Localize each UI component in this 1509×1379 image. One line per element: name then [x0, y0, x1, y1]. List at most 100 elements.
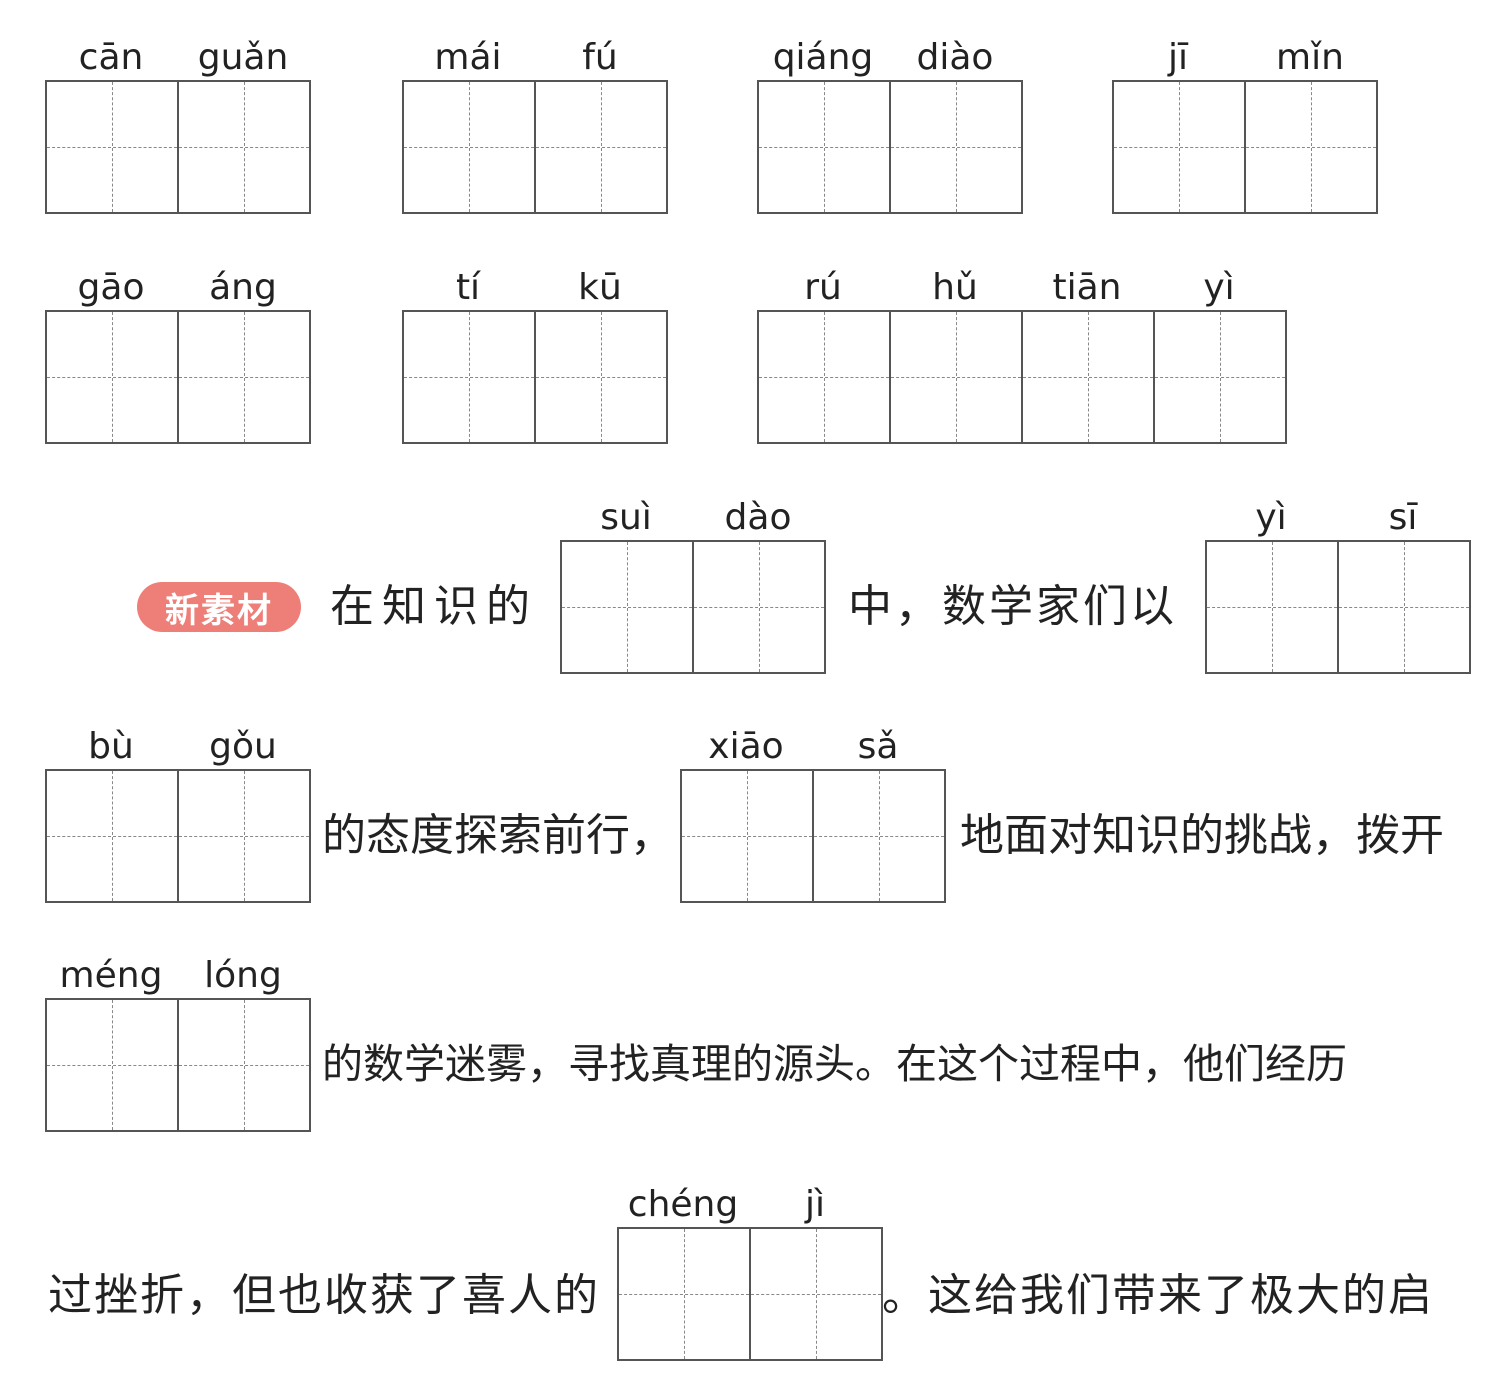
pinyin-label: suì [600, 497, 652, 538]
vocab-box-gao-ang: gāo áng [45, 252, 311, 444]
writing-grid [45, 769, 311, 903]
pinyin-label: sǎ [857, 726, 899, 767]
pinyin-label: mǐn [1276, 37, 1344, 78]
vocab-box-cheng-ji: chéng jì [617, 1169, 883, 1361]
vocab-box-qiang-diao: qiáng diào [757, 22, 1023, 214]
writing-cell[interactable] [889, 82, 1021, 212]
vocab-box-yi-si: yì sī [1205, 482, 1471, 674]
pinyin-label: qiáng [772, 37, 874, 78]
writing-grid [757, 80, 1023, 214]
pinyin-row: tí kū [402, 252, 668, 310]
vocab-box-mai-fu: mái fú [402, 22, 668, 214]
pinyin-label: diào [916, 37, 994, 78]
pinyin-row: mái fú [402, 22, 668, 80]
writing-cell[interactable] [619, 1229, 749, 1359]
pinyin-label: dào [724, 497, 792, 538]
writing-cell[interactable] [682, 771, 812, 901]
pinyin-row: gāo áng [45, 252, 311, 310]
writing-cell[interactable] [177, 82, 309, 212]
sentence-fragment-5: 的数学迷雾，寻找真理的源头。在这个过程中，他们经历 [322, 1040, 1347, 1088]
pinyin-label: tiān [1052, 267, 1122, 308]
writing-cell[interactable] [47, 82, 177, 212]
writing-grid [45, 80, 311, 214]
pinyin-label: cān [78, 37, 144, 78]
pinyin-row: cān guǎn [45, 22, 311, 80]
writing-cell[interactable] [1021, 312, 1153, 442]
writing-cell[interactable] [759, 312, 889, 442]
pinyin-label: hǔ [932, 267, 978, 308]
pinyin-label: kū [578, 267, 622, 308]
pinyin-row: bù gǒu [45, 711, 311, 769]
vocab-box-ti-ku: tí kū [402, 252, 668, 444]
pinyin-label: rú [804, 267, 842, 308]
writing-cell[interactable] [1244, 82, 1376, 212]
writing-grid [617, 1227, 883, 1361]
writing-cell[interactable] [562, 542, 692, 672]
sentence-fragment-2: 中，数学家们以 [848, 581, 1177, 632]
writing-cell[interactable] [812, 771, 944, 901]
writing-grid [1205, 540, 1471, 674]
pinyin-label: mái [434, 37, 502, 78]
writing-cell[interactable] [759, 82, 889, 212]
vocab-box-can-guan: cān guǎn [45, 22, 311, 214]
writing-cell[interactable] [177, 771, 309, 901]
writing-cell[interactable] [177, 312, 309, 442]
writing-grid [45, 310, 311, 444]
writing-grid [680, 769, 946, 903]
vocab-box-sui-dao: suì dào [560, 482, 826, 674]
writing-cell[interactable] [47, 312, 177, 442]
pinyin-label: sī [1388, 497, 1418, 538]
writing-cell[interactable] [47, 1000, 177, 1130]
writing-cell[interactable] [692, 542, 824, 672]
sentence-fragment-7: 。这给我们带来了极大的启 [882, 1270, 1434, 1321]
pinyin-label: chéng [627, 1184, 739, 1225]
pinyin-label: jì [804, 1184, 825, 1225]
writing-cell[interactable] [47, 771, 177, 901]
writing-grid [402, 80, 668, 214]
pinyin-row: suì dào [560, 482, 826, 540]
pinyin-row: qiáng diào [757, 22, 1023, 80]
pinyin-label: áng [209, 267, 277, 308]
pinyin-label: bù [88, 726, 134, 767]
pinyin-label: xiāo [708, 726, 784, 767]
pinyin-row: rú hǔ tiān yì [757, 252, 1287, 310]
pinyin-label: lóng [204, 955, 282, 996]
writing-cell[interactable] [1207, 542, 1337, 672]
new-material-badge: 新素材 [137, 582, 301, 632]
writing-grid [757, 310, 1287, 444]
writing-grid [560, 540, 826, 674]
writing-grid [45, 998, 311, 1132]
pinyin-label: gǒu [209, 726, 277, 767]
pinyin-label: yì [1255, 497, 1287, 538]
pinyin-label: guǎn [197, 37, 289, 78]
writing-cell[interactable] [177, 1000, 309, 1130]
pinyin-label: yì [1203, 267, 1235, 308]
writing-cell[interactable] [1337, 542, 1469, 672]
vocab-box-ru-hu-tian-yi: rú hǔ tiān yì [757, 252, 1287, 444]
writing-cell[interactable] [404, 312, 534, 442]
vocab-box-xiao-sa: xiāo sǎ [680, 711, 946, 903]
pinyin-label: tí [455, 267, 481, 308]
pinyin-row: yì sī [1205, 482, 1471, 540]
writing-grid [402, 310, 668, 444]
writing-cell[interactable] [534, 312, 666, 442]
sentence-fragment-3: 的态度探索前行， [322, 810, 674, 861]
pinyin-row: méng lóng [45, 940, 311, 998]
pinyin-row: xiāo sǎ [680, 711, 946, 769]
writing-cell[interactable] [534, 82, 666, 212]
pinyin-label: gāo [77, 267, 145, 308]
pinyin-label: méng [59, 955, 163, 996]
writing-cell[interactable] [749, 1229, 881, 1359]
writing-cell[interactable] [404, 82, 534, 212]
sentence-fragment-1: 在知识的 [330, 581, 538, 632]
writing-cell[interactable] [1153, 312, 1285, 442]
pinyin-row: chéng jì [617, 1169, 883, 1227]
writing-cell[interactable] [889, 312, 1021, 442]
sentence-fragment-6: 过挫折，但也收获了喜人的 [48, 1270, 600, 1321]
writing-cell[interactable] [1114, 82, 1244, 212]
vocab-box-meng-long: méng lóng [45, 940, 311, 1132]
pinyin-label: fú [582, 37, 618, 78]
vocab-box-bu-gou: bù gǒu [45, 711, 311, 903]
